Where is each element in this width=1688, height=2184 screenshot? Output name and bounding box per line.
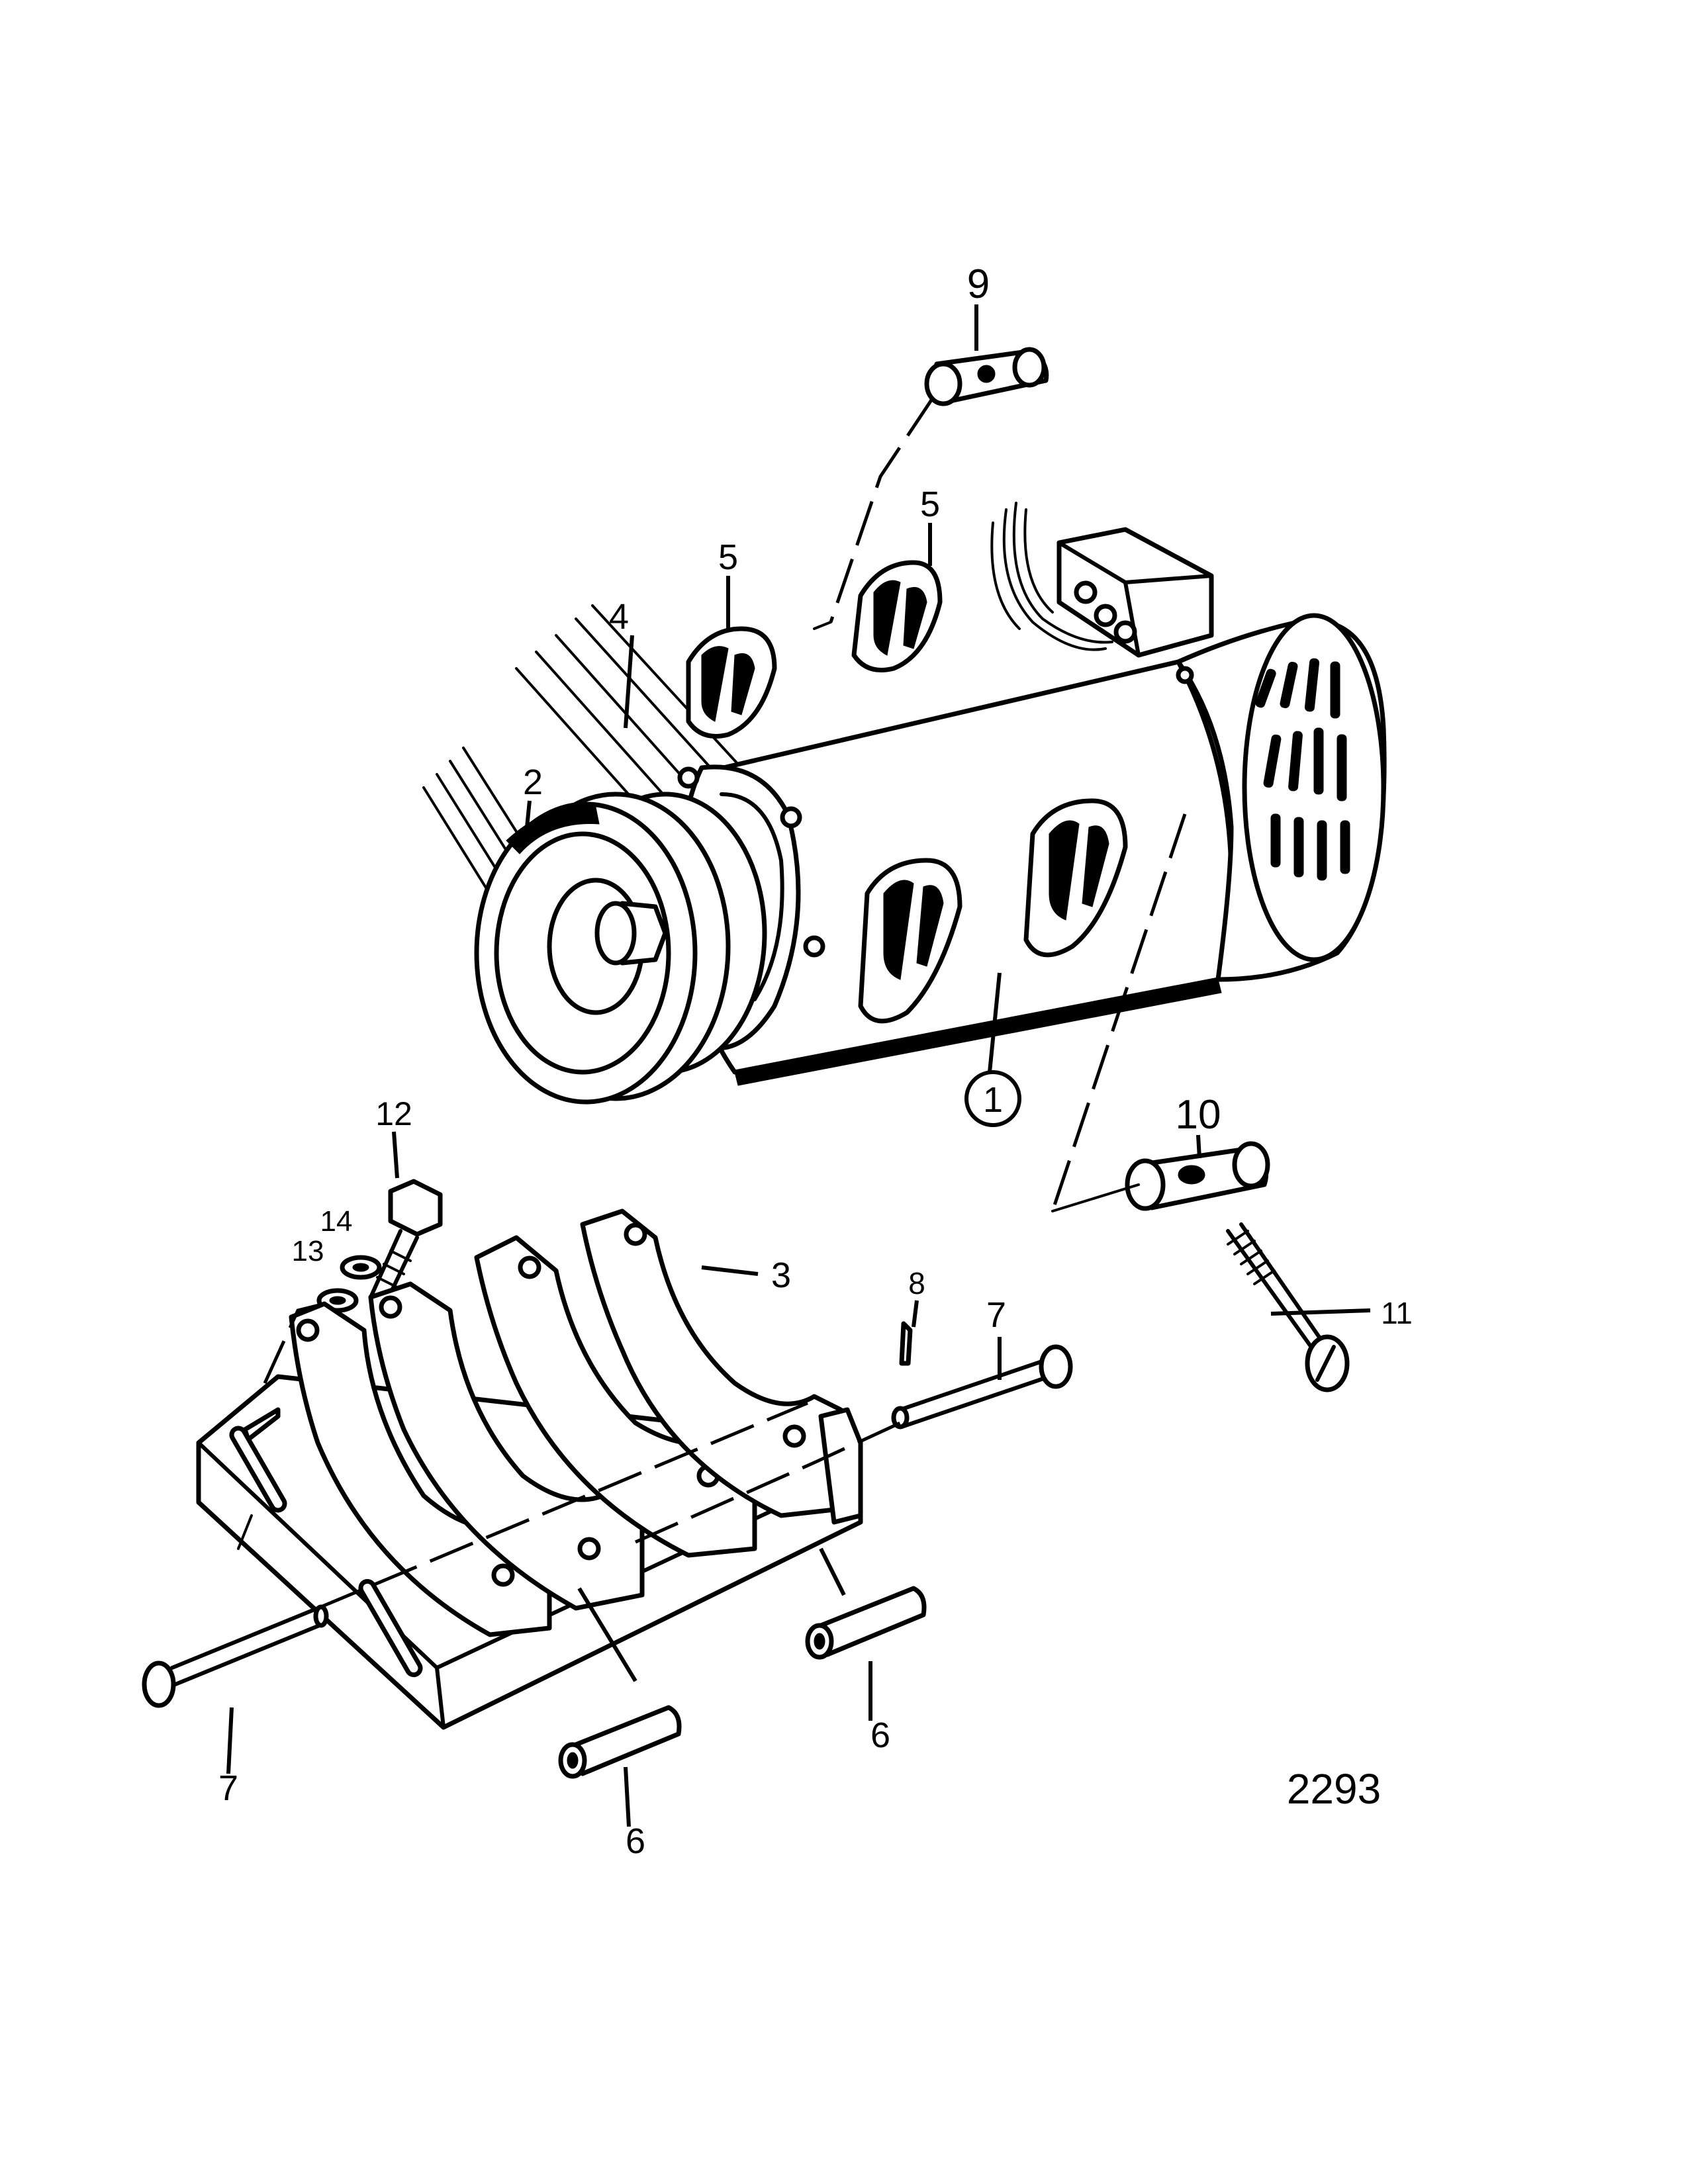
callout-2: 2 bbox=[523, 762, 543, 802]
callout-12: 12 bbox=[375, 1095, 412, 1132]
washer-14 bbox=[340, 1255, 382, 1280]
callout-6-left: 6 bbox=[626, 1821, 645, 1861]
callout-6-right: 6 bbox=[870, 1715, 890, 1755]
pulley bbox=[474, 792, 767, 1105]
cotter-pin-8 bbox=[899, 1321, 913, 1366]
callout-9: 9 bbox=[967, 261, 990, 307]
callout-14: 14 bbox=[320, 1205, 353, 1238]
callout-5-rear: 5 bbox=[920, 484, 940, 524]
mounting-bracket bbox=[196, 1208, 863, 1730]
callout-1: 1 bbox=[983, 1080, 1003, 1120]
drawing-number: 2293 bbox=[1287, 1765, 1381, 1813]
spacer-6-left bbox=[558, 1705, 682, 1779]
callout-13: 13 bbox=[292, 1235, 324, 1267]
callout-7-lower: 7 bbox=[218, 1768, 238, 1808]
spacer-6-right bbox=[805, 1586, 927, 1660]
callout-10: 10 bbox=[1176, 1092, 1221, 1138]
callout-4: 4 bbox=[609, 597, 629, 637]
callout-8: 8 bbox=[908, 1266, 925, 1300]
pivot-pin-9 bbox=[924, 347, 1049, 406]
mounting-strap-front-top bbox=[686, 626, 777, 739]
cooling-slots bbox=[1255, 658, 1350, 881]
callout-3: 3 bbox=[771, 1255, 791, 1295]
callout-11: 11 bbox=[1381, 1296, 1413, 1330]
callout-7-upper: 7 bbox=[986, 1295, 1006, 1335]
callout-5-front: 5 bbox=[718, 537, 738, 577]
leader-lines bbox=[226, 304, 1371, 1827]
mounting-strap-front-bottom bbox=[858, 858, 962, 1024]
adjusting-pin-10 bbox=[1125, 1141, 1270, 1211]
adjusting-bolt-11 bbox=[1226, 1222, 1350, 1392]
alternator-body bbox=[671, 613, 1387, 1086]
mounting-strap-rear-top bbox=[851, 560, 943, 672]
bracket-pin-7-upper bbox=[891, 1344, 1073, 1430]
bracket-pin-7-lower bbox=[142, 1604, 329, 1708]
terminal-box bbox=[990, 502, 1214, 684]
mounting-strap-rear-bottom bbox=[1023, 798, 1128, 958]
assembly-lines bbox=[237, 396, 1187, 1610]
callout-1-circle bbox=[964, 1070, 1021, 1127]
